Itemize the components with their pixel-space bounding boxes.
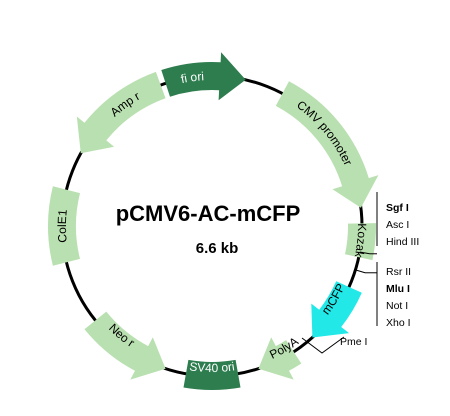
cmv-promoter-feature: CMV promoter: [275, 81, 379, 208]
sv40-ori-feature: SV40 ori: [183, 359, 241, 390]
pme-leader: [301, 336, 345, 354]
site-label: Not I: [386, 300, 408, 312]
fi-ori-feature: fi ori: [161, 52, 246, 101]
polya-shape: [258, 337, 302, 380]
kozak-feature: Kozak: [345, 223, 377, 261]
cole1-label: ColE1: [55, 208, 70, 243]
site-label: Asc I: [386, 219, 409, 231]
site-label: Pme I: [340, 336, 367, 348]
fi-ori-label: fi ori: [180, 69, 205, 86]
amp-r-shape: [76, 71, 166, 154]
amp-r-feature: Amp r: [76, 71, 166, 154]
sites-group-2-tick: [355, 269, 366, 274]
kozak-shape: [345, 223, 377, 261]
sites-group-2: Rsr II Mlu I Not I Xho I: [355, 262, 411, 329]
sv40-ori-shape: [183, 359, 241, 390]
sites-group-1: Sgf I Asc I Hind III: [359, 192, 419, 255]
kozak-label: Kozak: [352, 223, 369, 259]
mcfp-shape: [311, 281, 362, 338]
fi-ori-shape: [161, 52, 246, 101]
cole1-feature: ColE1: [48, 186, 80, 266]
neo-r-shape: [84, 311, 166, 380]
sites-group-1-tick: [359, 251, 370, 255]
restriction-sites: Sgf I Asc I Hind III Rsr II Mlu I Not I Xho I P…: [301, 192, 419, 354]
sv40-ori-label: SV40 ori: [189, 359, 236, 375]
site-label: Sgf I: [386, 202, 409, 214]
site-label: Hind III: [386, 236, 419, 248]
site-label: Rsr II: [386, 266, 411, 278]
polya-feature: PolyA: [258, 334, 302, 380]
site-label: Mlu I: [386, 283, 410, 295]
cole1-shape: [48, 186, 80, 266]
site-label: Xho I: [386, 317, 411, 329]
neo-r-feature: Neo r: [84, 311, 166, 380]
mcfp-feature: mCFP: [311, 281, 362, 338]
cmv-promoter-shape: [275, 81, 379, 208]
site-pme-group: Pme I: [301, 336, 367, 354]
plasmid-size: 6.6 kb: [196, 240, 239, 257]
plasmid-name: pCMV6-AC-mCFP: [116, 201, 301, 226]
